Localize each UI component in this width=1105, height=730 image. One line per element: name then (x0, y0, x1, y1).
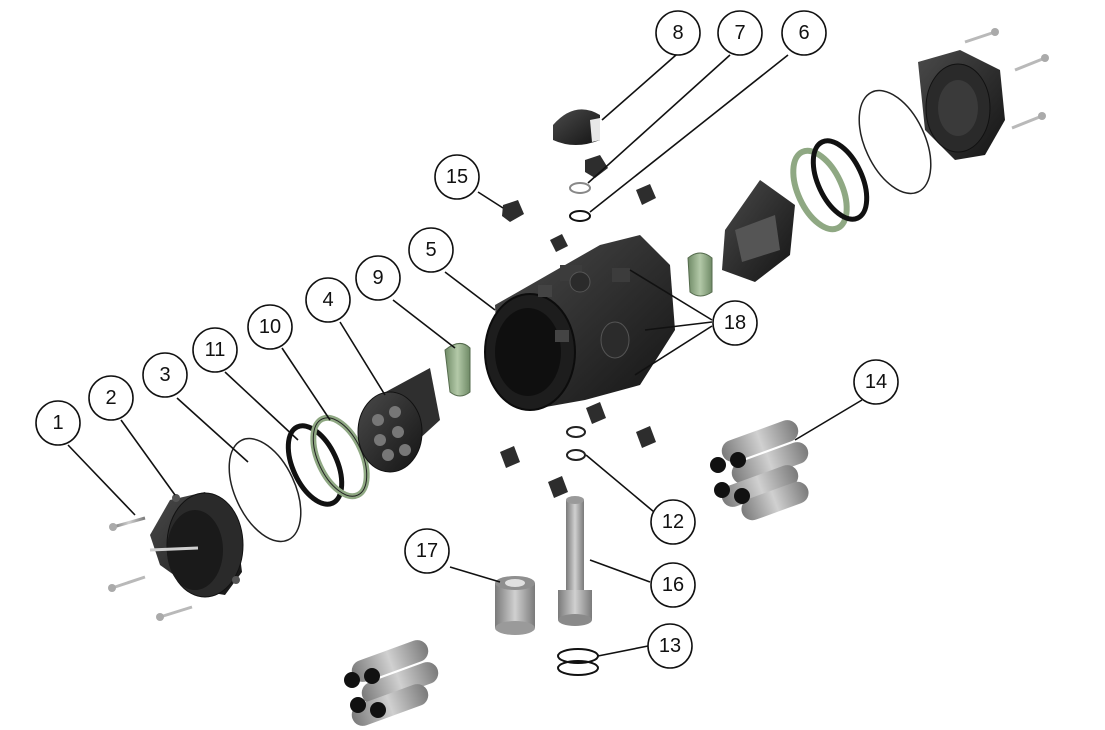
o-rings-13 (557, 648, 599, 676)
callout-12: 12 (650, 499, 696, 545)
callout-6-label: 6 (798, 22, 809, 44)
callout-16-label: 16 (662, 574, 684, 596)
callout-17-label: 17 (416, 540, 438, 562)
ring-12a (566, 426, 586, 438)
stop-block-top-mid (550, 234, 568, 252)
stop-block-right-top (636, 184, 656, 205)
spring-pack-left (344, 640, 439, 726)
ring-12b (566, 449, 586, 461)
callout-8-label: 8 (672, 22, 683, 44)
left-end-cap (149, 492, 244, 598)
callout-2-label: 2 (105, 387, 116, 409)
callout-5: 5 (408, 227, 454, 273)
indicator-cap (553, 109, 600, 145)
callout-4: 4 (305, 277, 351, 323)
callout-12-label: 12 (662, 511, 684, 533)
bolt-set-left (108, 516, 193, 621)
spline-gear (495, 576, 535, 635)
callout-9-label: 9 (372, 267, 383, 289)
callout-7-label: 7 (734, 22, 745, 44)
callout-15: 15 (434, 154, 480, 200)
callout-14-label: 14 (865, 371, 887, 393)
callout-13-label: 13 (659, 635, 681, 657)
callout-1: 1 (35, 400, 81, 446)
callout-17: 17 (404, 528, 450, 574)
right-piston (722, 180, 795, 282)
stop-block-7 (585, 155, 608, 178)
right-end-cap (918, 50, 1005, 160)
callout-5-label: 5 (425, 239, 436, 261)
callout-4-label: 4 (322, 289, 333, 311)
callout-7: 7 (717, 10, 763, 56)
spring-pack-right (710, 420, 809, 521)
callout-11: 11 (192, 327, 238, 373)
o-ring-3 (228, 437, 302, 543)
callout-18: 18 (712, 300, 758, 346)
leader-lines (67, 54, 863, 657)
callout-18-label: 18 (724, 312, 746, 334)
ring-7 (569, 182, 591, 194)
o-ring-right (858, 89, 932, 195)
stop-block-bottom-3 (500, 446, 520, 468)
pinion-shaft (558, 496, 592, 626)
callout-10: 10 (247, 304, 293, 350)
guide-band-right (687, 252, 713, 297)
ring-6 (569, 210, 591, 222)
bolt-set-right (964, 28, 1049, 130)
callout-3-label: 3 (159, 364, 170, 386)
seal-rings-right (790, 138, 870, 233)
guide-band-9 (444, 343, 471, 397)
callout-14: 14 (853, 359, 899, 405)
callout-1-label: 1 (52, 412, 63, 434)
callout-8: 8 (655, 10, 701, 56)
callout-3: 3 (142, 352, 188, 398)
callout-15-label: 15 (446, 166, 468, 188)
callout-9: 9 (355, 255, 401, 301)
left-piston (357, 368, 440, 473)
callout-10-label: 10 (259, 316, 281, 338)
callout-6: 6 (781, 10, 827, 56)
callout-11-label: 11 (205, 339, 226, 361)
stop-block-15 (502, 200, 524, 222)
actuator-body (484, 235, 675, 411)
stop-block-bottom-1 (586, 402, 606, 424)
stop-block-bottom-4 (548, 476, 568, 498)
callout-2: 2 (88, 375, 134, 421)
callout-13: 13 (647, 623, 693, 669)
callout-16: 16 (650, 562, 696, 608)
stop-block-bottom-2 (636, 426, 656, 448)
